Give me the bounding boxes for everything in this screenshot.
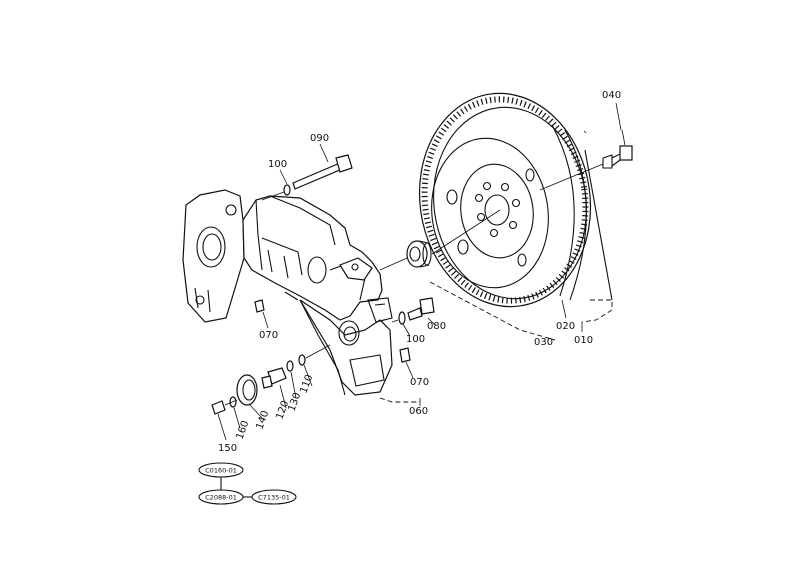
label-160: 160: [234, 419, 251, 441]
reference-codes: C0160-01 C2088-01 C7135-01: [198, 462, 297, 505]
seal-ring: [236, 374, 258, 406]
label-100-top: 100: [268, 159, 287, 170]
ref-code-top: C0160-01: [205, 467, 237, 475]
label-090: 090: [310, 133, 329, 144]
label-150: 150: [218, 443, 237, 454]
label-110: 110: [298, 373, 315, 395]
ring-gear: [418, 92, 592, 308]
ref-oval-right: [251, 489, 297, 505]
label-130: 130: [286, 391, 303, 413]
housing-bolt-long: [261, 154, 353, 201]
label-100-right: 100: [406, 334, 425, 345]
ref-code-left: C2088-01: [205, 494, 237, 502]
label-060: 060: [409, 406, 428, 417]
label-010: 010: [574, 335, 593, 346]
dowel-pin-left: [254, 299, 265, 313]
dowel-pin-right: [399, 347, 411, 363]
washer-130: [286, 360, 294, 372]
label-020: 020: [556, 321, 575, 332]
bearing: [406, 240, 432, 268]
label-030: 030: [534, 337, 553, 348]
washer-110: [298, 354, 306, 366]
flywheel-bolt: [602, 129, 633, 169]
leader-lines: [217, 102, 622, 441]
bracket-030-line: [429, 281, 556, 341]
flywheel-housing: [182, 189, 393, 396]
fitting: [261, 367, 287, 389]
flywheel-body: [431, 137, 549, 289]
bracket-010-line: [581, 299, 613, 323]
bracket-060-line: [379, 397, 420, 403]
ref-code-right: C7135-01: [258, 494, 290, 502]
label-040: 040: [602, 90, 621, 101]
label-070-right: 070: [410, 377, 429, 388]
housing-bolt-short: [391, 297, 435, 325]
flywheel-assembly: [418, 92, 613, 308]
label-080: 080: [427, 321, 446, 332]
label-070-left: 070: [259, 330, 278, 341]
plug-150: [211, 400, 226, 415]
